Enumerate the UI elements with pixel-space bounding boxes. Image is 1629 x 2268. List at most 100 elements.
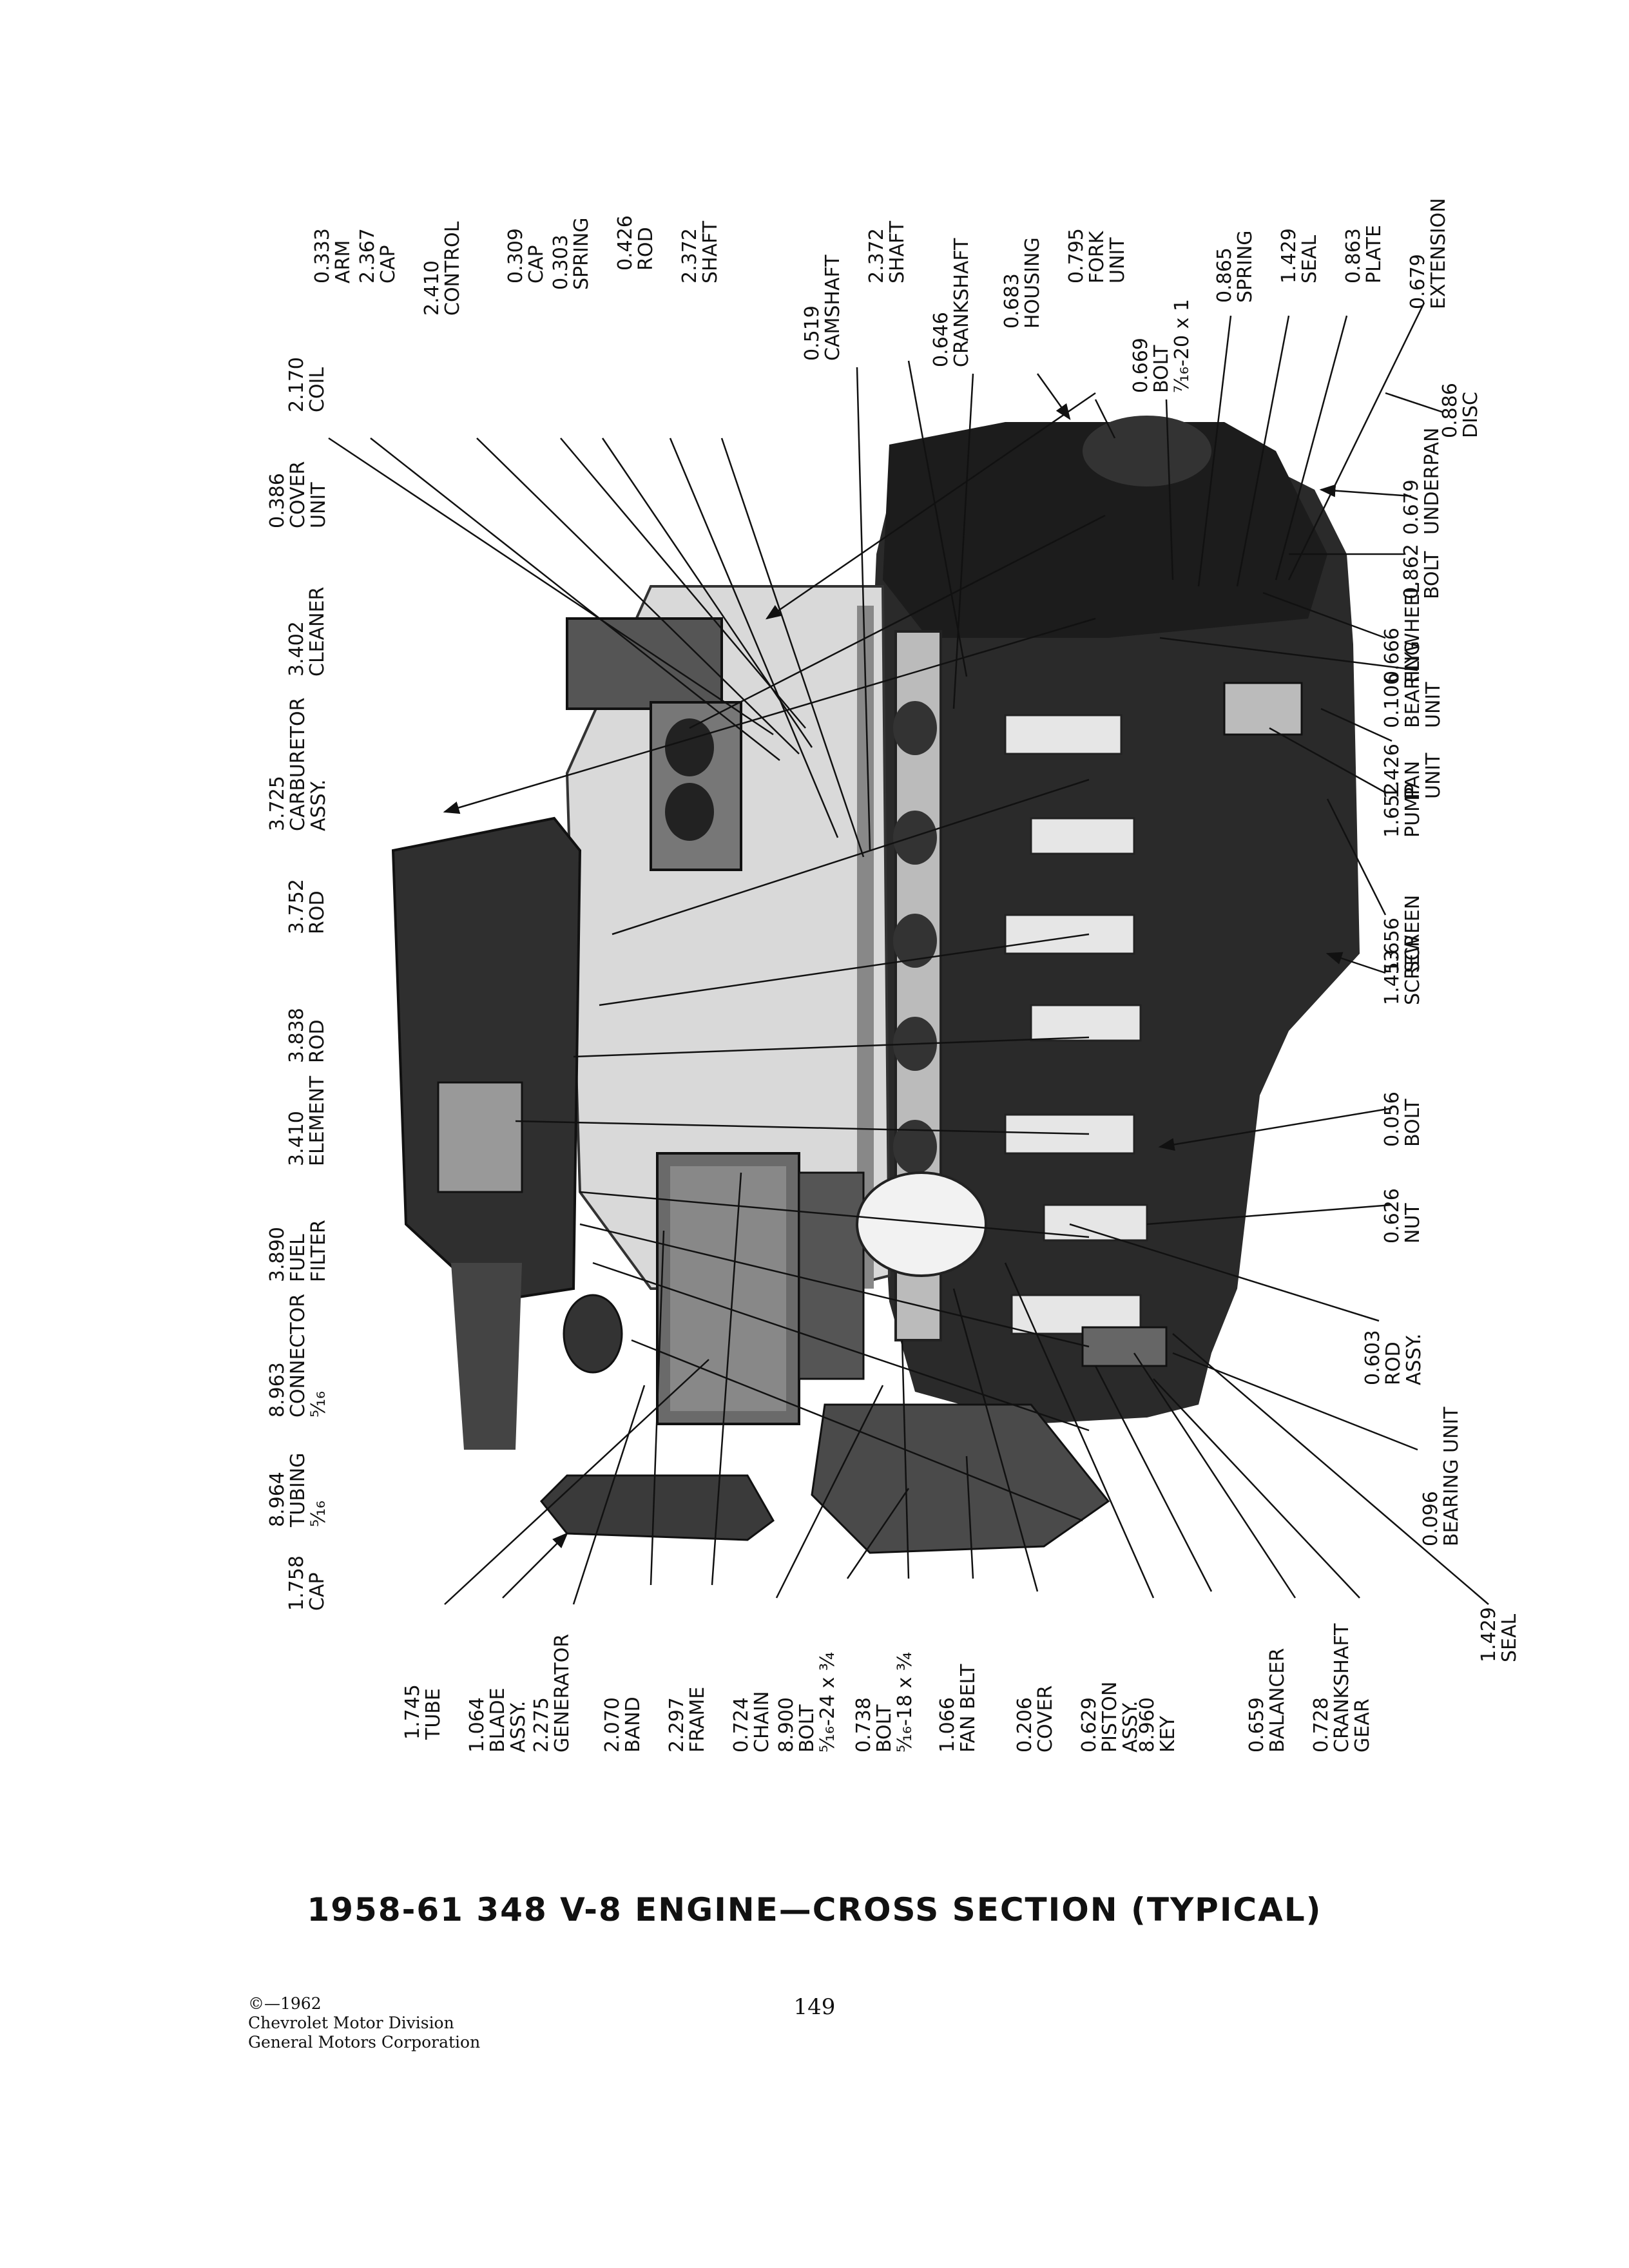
label-line: FAN BELT [957,1664,979,1753]
label-line: 1.758 [285,1555,308,1611]
label-line: 3.402 [285,621,308,677]
label-line: DISC [1460,392,1482,438]
label-connector: 8.963CONNECTOR⁵⁄₁₆ [266,1294,330,1418]
label-line: 0.738 [853,1697,875,1753]
label-bolt-0862: 0.862BOLT [1400,544,1443,599]
label-line: 0.646 [930,312,952,367]
label-line: CRANKSHAFT [1331,1623,1353,1753]
label-line: SPRING [570,217,593,290]
label-plate: 0.863PLATE [1342,225,1385,284]
label-line: COIL [306,367,329,412]
label-line: 0.724 [730,1697,753,1753]
intake-pipe [451,1263,522,1450]
label-cover-0206: 0.206COVER [1014,1686,1057,1753]
piston-shape [856,1171,987,1277]
generator-assembly [656,1152,865,1425]
label-line: 2.070 [601,1697,624,1753]
water-pump-cover [811,1403,1110,1554]
label-line: 1.426 [1381,744,1403,799]
label-line: CONTROL [441,221,464,316]
label-disc: 0.886DISC [1439,383,1482,438]
label-line: 0.728 [1310,1697,1333,1753]
label-line: ASSY. [307,780,330,831]
label-spring-0303: 0.303SPRING [550,217,593,290]
label-line: 3.752 [285,879,308,934]
label-key: 8.960KEY [1136,1697,1179,1753]
label-line: ⁷⁄₁₆-20 x 1 [1171,299,1193,393]
engine-illustration [391,416,1360,1554]
label-line: 0.679 [1400,479,1423,535]
label-tubing: 8.964TUBING⁵⁄₁₆ [266,1453,330,1528]
label-pan-unit: 1.426PANUNIT [1381,744,1445,799]
label-line: 0.863 [1342,228,1365,284]
label-line: BOLT [873,1704,896,1753]
housing-hub [1083,416,1211,486]
label-line: HOUSING [1021,237,1044,329]
label-line: CLEANER [306,587,329,677]
label-line: PAN [1402,761,1424,799]
flywheel-housing-shape [883,422,1327,638]
label-line: BOLT [1150,345,1173,393]
label-line: BAND [622,1696,644,1753]
label-line: 0.683 [1001,273,1023,329]
label-cover-unit: 0.386COVERUNIT [266,461,330,528]
copyright-corporation: General Motors Corporation [248,2033,481,2052]
callout-labels: 2.170COIL 0.386COVERUNIT 3.402CLEANER 3.… [266,198,1521,1753]
label-line: GEAR [1351,1698,1374,1753]
label-line: CARBURETOR [287,698,309,831]
label-line: UNIT [1106,237,1129,284]
label-band: 2.070BAND [601,1696,644,1753]
label-line: ROD [635,227,657,271]
copyright-year: ©—1962 [248,1994,322,2013]
label-rod-3752: 3.752ROD [285,879,329,934]
label-line: 0.669 [1130,338,1152,393]
label-line: EXTENSION [1427,198,1450,309]
label-line: SEAL [1498,1613,1521,1662]
label-line: 2.367 [356,228,379,284]
label-line: ⁵⁄₁₆-24 x ³⁄₄ [816,1652,839,1753]
label-rod-0426: 0.426ROD [614,215,657,271]
label-underpan: 0.679UNDERPAN [1400,428,1443,535]
label-line: FUEL [287,1234,309,1282]
label-line: 1.656 [1381,918,1403,973]
label-piston: 0.629PISTONASSY. [1078,1682,1142,1753]
label-line: TUBE [422,1688,445,1740]
label-fan-belt: 1.066FAN BELT [936,1664,979,1753]
label-line: UNIT [307,482,330,528]
label-line: 1.066 [936,1697,959,1753]
label-element: 3.410ELEMENT [285,1075,329,1166]
label-line: CAMSHAFT [822,255,844,361]
air-cleaner-assembly [391,816,582,1303]
label-cap-2367: 2.367CAP [356,228,400,284]
label-line: 0.886 [1439,383,1461,438]
oil-pump-shape [1223,682,1303,736]
label-line: BOLT [796,1704,818,1753]
label-line: UNDERPAN [1421,428,1443,535]
label-line: ROD [306,1019,329,1063]
label-generator: 2.275GENERATOR [530,1634,574,1753]
label-line: CAP [306,1572,329,1611]
label-line: 2.410 [421,260,443,316]
label-line: SPRING [1234,230,1257,303]
label-line: PISTON [1099,1682,1121,1753]
label-line: FILTER [307,1220,330,1282]
label-line: 1.429 [1278,228,1300,284]
label-screw: 1.453SCREW [1381,935,1424,1005]
label-line: ASSY. [507,1701,530,1753]
label-line: 0.106 [1381,673,1403,728]
label-control: 2.410CONTROL [421,221,464,316]
label-fork-unit: 0.795FORKUNIT [1065,228,1129,284]
label-tube: 1.745TUBE [401,1684,445,1740]
label-bearing-0096: 0.096BEARING UNIT [1420,1407,1463,1546]
label-line: 0.333 [311,228,334,284]
label-housing: 0.683HOUSING [1001,237,1044,329]
label-line: COVER [287,461,309,528]
label-line: 1.453 [1381,950,1403,1005]
label-line: 0.206 [1014,1697,1036,1753]
label-line: 0.386 [266,473,289,528]
fan-blade [539,1474,775,1541]
label-line: 2.372 [865,228,888,284]
label-line: 0.309 [505,228,527,284]
label-flywheel: 0.666FLYWHEEL [1381,583,1424,683]
